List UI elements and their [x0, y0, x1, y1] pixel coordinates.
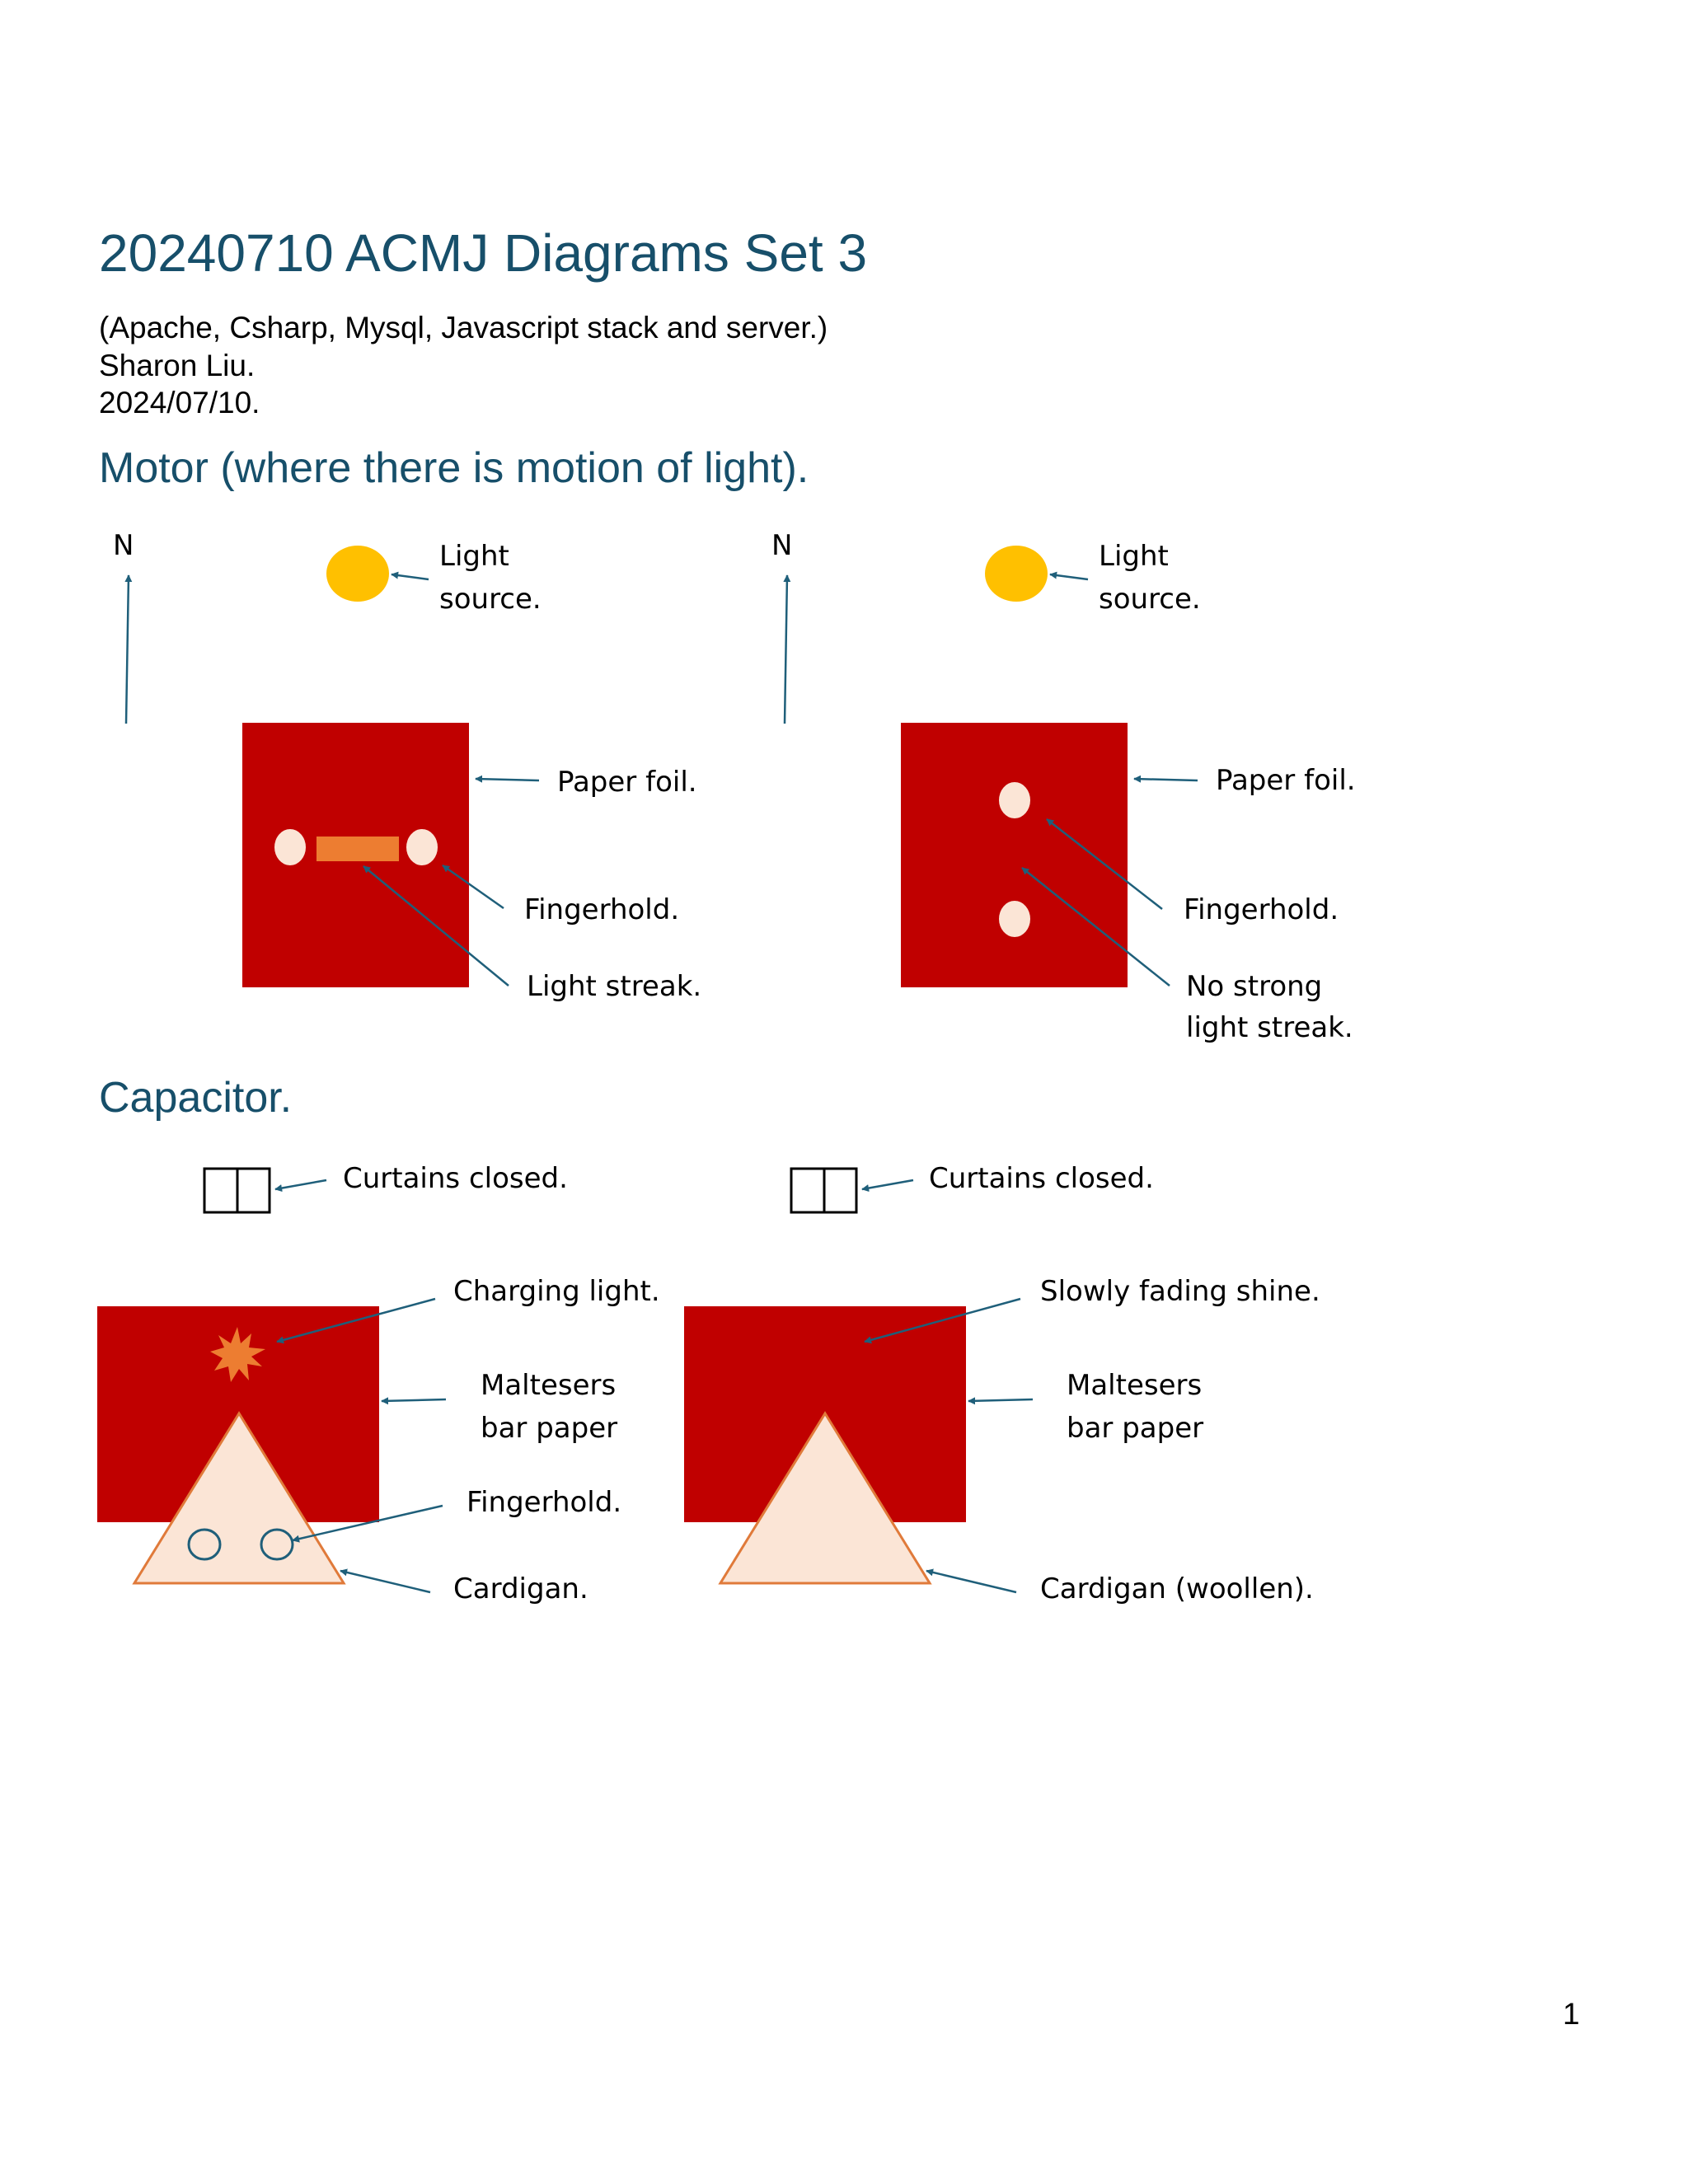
cardigan-label: Cardigan (woollen). — [1040, 1572, 1314, 1605]
arrow — [1049, 571, 1089, 581]
motor-heading: Motor (where there is motion of light). — [99, 444, 809, 492]
fingerhold — [406, 829, 438, 865]
light-streak — [316, 837, 399, 861]
cardigan-label: Cardigan. — [453, 1572, 588, 1605]
paper-foil-label: Paper foil. — [557, 766, 697, 799]
no-streak-label-line1: No strong — [1186, 970, 1322, 1003]
light-source-sun — [326, 546, 389, 602]
bar-paper-label-line2: bar paper — [481, 1412, 617, 1445]
north-label: N — [113, 529, 134, 562]
arrow — [276, 1297, 436, 1344]
capacitor-left-diagram: Curtains closed. Charging light. Maltese… — [97, 1162, 660, 1605]
light-source-label-line2: source. — [1099, 583, 1201, 616]
north-arrow — [124, 574, 133, 724]
arrow — [1021, 867, 1170, 987]
arrow — [274, 1179, 327, 1193]
arrow — [340, 1568, 431, 1594]
arrow — [391, 571, 429, 581]
motor-left-diagram: N Light source. Paper foil. Fingerhold. … — [113, 529, 701, 1003]
fingerhold — [999, 901, 1030, 937]
charging-light-label: Charging light. — [453, 1275, 660, 1308]
north-arrow — [783, 574, 791, 724]
arrow — [968, 1397, 1034, 1405]
capacitor-heading: Capacitor. — [99, 1074, 293, 1122]
fingerhold — [260, 1528, 294, 1561]
charging-light-burst — [210, 1327, 265, 1382]
fading-shine-label: Slowly fading shine. — [1040, 1275, 1320, 1308]
fingerhold-label: Fingerhold. — [524, 893, 679, 926]
fingerhold — [999, 782, 1030, 818]
capacitor-right-diagram: Curtains closed. Slowly fading shine. Ma… — [684, 1162, 1320, 1605]
document-title: 20240710 ACMJ Diagrams Set 3 — [99, 223, 868, 283]
bar-paper-label-line1: Maltesers — [1067, 1369, 1202, 1402]
fingerhold — [187, 1528, 222, 1561]
arrow — [1133, 775, 1198, 783]
paper-foil — [901, 723, 1128, 987]
light-source-label-line1: Light — [1099, 540, 1169, 573]
light-streak-label: Light streak. — [527, 970, 701, 1003]
arrow — [926, 1568, 1017, 1594]
paper-foil-label: Paper foil. — [1216, 764, 1356, 797]
subtitle-stack: (Apache, Csharp, Mysql, Javascript stack… — [99, 311, 828, 344]
page-number: 1 — [1563, 1997, 1580, 2031]
bar-paper-label-line1: Maltesers — [481, 1369, 616, 1402]
curtains-label: Curtains closed. — [929, 1162, 1154, 1195]
author: Sharon Liu. — [99, 349, 256, 382]
no-streak-label-line2: light streak. — [1186, 1011, 1353, 1044]
arrow — [864, 1297, 1021, 1344]
light-source-label-line2: source. — [439, 583, 542, 616]
arrow — [475, 775, 540, 783]
light-source-sun — [985, 546, 1048, 602]
arrow — [861, 1179, 914, 1193]
fingerhold — [274, 829, 306, 865]
bar-paper-label-line2: bar paper — [1067, 1412, 1203, 1445]
arrow — [292, 1504, 443, 1543]
date: 2024/07/10. — [99, 386, 260, 419]
fingerhold-label: Fingerhold. — [1184, 893, 1339, 926]
north-label: N — [771, 529, 792, 562]
cardigan — [718, 1411, 932, 1585]
arrow — [442, 864, 504, 910]
motor-right-diagram: N Light source. Paper foil. Fingerhold. … — [771, 529, 1356, 1044]
fingerhold-label: Fingerhold. — [467, 1486, 621, 1519]
arrow — [1046, 818, 1163, 910]
light-source-label-line1: Light — [439, 540, 509, 573]
arrow — [381, 1397, 447, 1405]
arrow — [363, 865, 509, 987]
curtains-label: Curtains closed. — [343, 1162, 568, 1195]
